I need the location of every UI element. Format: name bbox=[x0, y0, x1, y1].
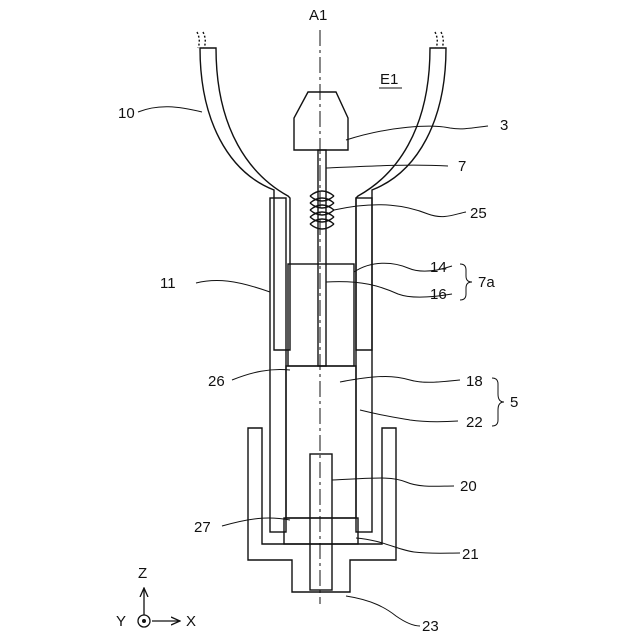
ref-10: 10 bbox=[118, 105, 135, 122]
sealing-block-upper bbox=[288, 264, 354, 366]
axis-label: A1 bbox=[309, 7, 327, 24]
ref-26: 26 bbox=[208, 373, 225, 390]
coordinate-axes bbox=[138, 588, 180, 627]
brace-7a bbox=[460, 264, 472, 300]
ref-7a: 7a bbox=[478, 274, 495, 291]
ref-22: 22 bbox=[466, 414, 483, 431]
ref-25: 25 bbox=[470, 205, 487, 222]
ref-20: 20 bbox=[460, 478, 477, 495]
ref-3: 3 bbox=[500, 117, 508, 134]
electrode-tip bbox=[294, 92, 348, 150]
lead-pin bbox=[310, 454, 332, 590]
axis-x-label: X bbox=[186, 613, 196, 630]
electrode-rod bbox=[318, 150, 326, 366]
ref-18: 18 bbox=[466, 373, 483, 390]
ref-5: 5 bbox=[510, 394, 518, 411]
ref-21: 21 bbox=[462, 546, 479, 563]
ref-7: 7 bbox=[458, 158, 466, 175]
ref-14: 14 bbox=[430, 259, 447, 276]
ref-11: 11 bbox=[160, 275, 176, 292]
coil bbox=[310, 191, 334, 229]
axis-z-label: Z bbox=[138, 565, 147, 582]
sealing-block-lower bbox=[286, 366, 356, 518]
ref-27: 27 bbox=[194, 519, 211, 536]
region-label: E1 bbox=[380, 71, 398, 88]
bulb-wall bbox=[200, 48, 446, 350]
brace-5 bbox=[492, 378, 504, 426]
axis-y-label: Y bbox=[116, 613, 126, 630]
ref-23: 23 bbox=[422, 618, 439, 635]
ref-16: 16 bbox=[430, 286, 447, 303]
fused-segment bbox=[284, 518, 358, 544]
